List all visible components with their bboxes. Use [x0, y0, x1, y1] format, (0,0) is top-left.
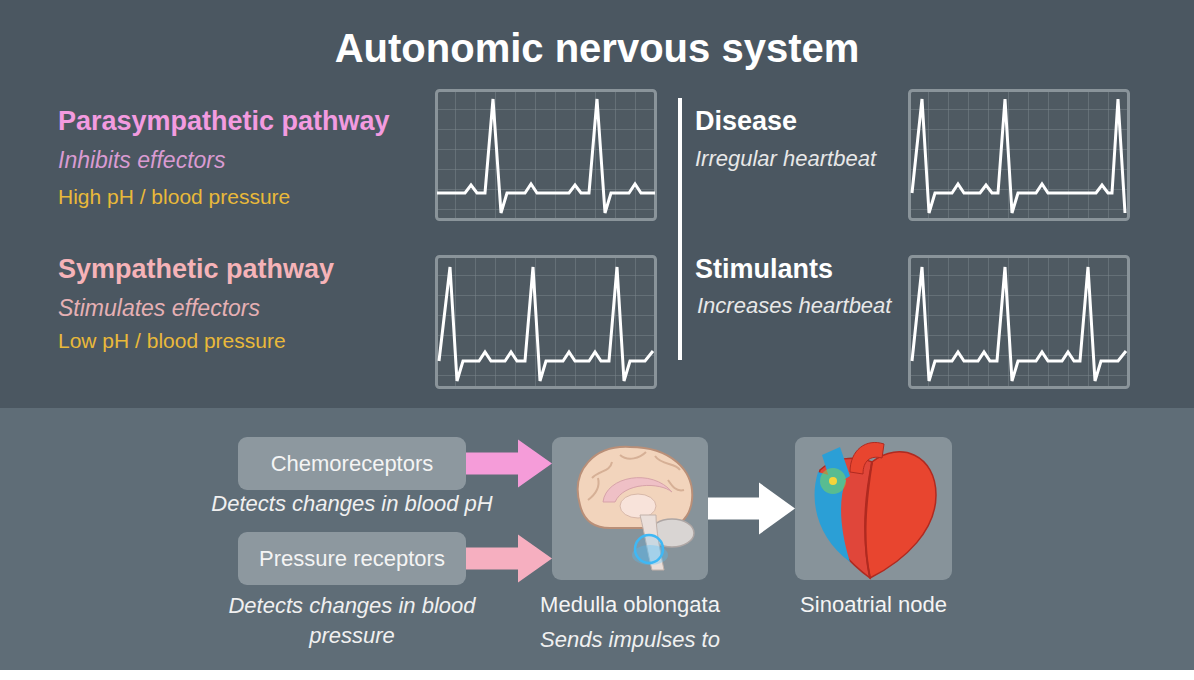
heart-left-side	[817, 458, 872, 578]
ecg-frame	[437, 91, 656, 220]
ecg-trace	[437, 99, 655, 213]
cerebellum	[650, 519, 694, 547]
receptor-box: ChemoreceptorsDetects changes in blood p…	[238, 437, 466, 490]
block-arrow	[466, 535, 552, 583]
cerebrum	[578, 447, 692, 528]
factor-effect: Increases heartbeat	[697, 295, 891, 317]
thalamus	[620, 494, 656, 518]
receptor-box: Pressure receptorsDetects changes in blo…	[238, 532, 466, 585]
ecg-trace	[912, 99, 1125, 213]
top-panel	[0, 0, 1194, 408]
box-caption: Medulla oblongata	[540, 592, 720, 617]
block-arrow	[466, 440, 552, 488]
ecg-trace	[439, 267, 653, 381]
ecg-chart	[910, 257, 1129, 388]
vein	[815, 472, 850, 562]
diagram-title: Autonomic nervous system	[0, 28, 1194, 68]
pathway-trigger: Low pH / blood pressure	[58, 330, 286, 351]
pathway-heading: Sympathetic pathway	[58, 256, 334, 283]
box-description: Sends impulses to	[540, 627, 720, 652]
pathway-effect: Inhibits effectors	[58, 149, 225, 172]
ecg-frame	[437, 257, 656, 388]
box-title: Chemoreceptors	[238, 451, 466, 476]
factor-effect: Irregular heartbeat	[695, 148, 876, 170]
heart-box: Sinoatrial node	[795, 437, 952, 580]
ecg-frame	[910, 91, 1129, 220]
box-description: Detects changes in blood pressure	[227, 591, 477, 651]
brain-illustration	[578, 447, 694, 570]
brain-fold	[588, 452, 684, 500]
block-arrow	[708, 483, 795, 535]
pathway-heading: Parasympathetic pathway	[58, 108, 390, 135]
ecg-chart	[910, 91, 1129, 220]
ecg-frame	[910, 257, 1129, 388]
ecg-trace	[912, 267, 1126, 381]
heart-right-side	[864, 452, 936, 578]
heart-illustration	[815, 442, 936, 578]
divider-line	[678, 98, 682, 360]
medulla-highlight	[635, 535, 663, 563]
ecg-chart	[437, 91, 656, 220]
brainstem	[640, 515, 664, 570]
sinoatrial-dot	[829, 477, 837, 485]
pathway-trigger: High pH / blood pressure	[58, 186, 290, 207]
ecg-chart	[437, 257, 656, 388]
box-title: Pressure receptors	[238, 546, 466, 571]
highlight-glow	[632, 545, 668, 565]
brain-box: Medulla oblongataSends impulses to	[552, 437, 708, 580]
box-description: Detects changes in blood pH	[211, 491, 492, 516]
box-caption: Sinoatrial node	[800, 592, 947, 617]
vena-cava	[822, 447, 850, 487]
pathway-effect: Stimulates effectors	[58, 297, 260, 320]
aorta	[850, 442, 884, 474]
node-glow	[820, 468, 846, 494]
factor-heading: Disease	[695, 108, 797, 135]
corpus-callosum	[603, 478, 672, 502]
septum-line	[866, 462, 872, 578]
bottom-panel	[0, 408, 1194, 670]
factor-heading: Stimulants	[695, 256, 833, 283]
